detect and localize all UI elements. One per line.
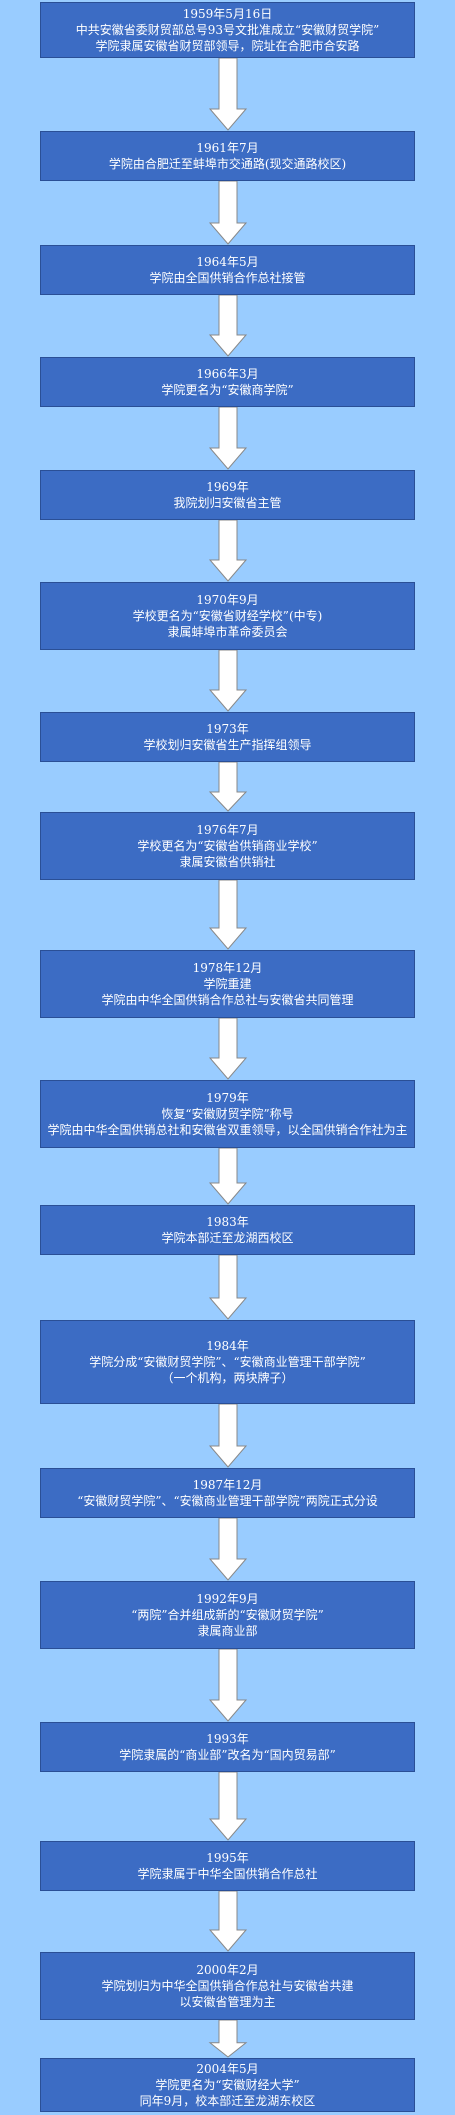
event-description: 学院重建	[203, 977, 252, 991]
timeline-event-box: 1978年12月学院重建学院由中华全国供销合作总社与安徽省共同管理	[40, 950, 415, 1018]
event-description: 学校划归安徽省生产指挥组领导	[143, 738, 312, 752]
down-arrow-icon	[208, 880, 248, 950]
down-arrow-icon	[208, 1518, 248, 1581]
timeline-event-box: 1995年学院隶属于中华全国供销合作总社	[40, 1841, 415, 1891]
event-date: 1978年12月	[192, 961, 263, 975]
event-description: 以安徽省管理为主	[179, 1995, 276, 2009]
arrow-shape	[208, 1404, 248, 1468]
timeline-event-box: 1993年学院隶属的“商业部”改名为“国内贸易部”	[40, 1722, 415, 1772]
down-arrow-icon	[208, 1649, 248, 1722]
arrow-shape	[208, 762, 248, 812]
event-date: 2004年5月	[196, 2062, 259, 2076]
event-description: 学校更名为“安徽省供销商业学校”	[137, 839, 318, 853]
event-description: 中共安徽省委财贸部总号93号文批准成立“安徽财贸学院”	[75, 23, 380, 37]
event-description: “两院”合并组成新的“安徽财贸学院”	[131, 1608, 324, 1622]
event-description: 隶属蚌埠市革命委员会	[167, 625, 288, 639]
event-description: 学院分成“安徽财贸学院”、“安徽商业管理干部学院”	[89, 1355, 366, 1369]
arrow-shape	[208, 1255, 248, 1320]
event-description: 学校更名为“安徽省财经学校”(中专)	[132, 609, 323, 623]
down-arrow-icon	[208, 1255, 248, 1320]
down-arrow-icon	[208, 1891, 248, 1952]
down-arrow-icon	[208, 181, 248, 245]
arrow-shape	[208, 880, 248, 950]
event-description: 学院更名为“安徽商学院”	[161, 383, 294, 397]
arrow-shape	[208, 650, 248, 712]
timeline-event-box: 1979年恢复“安徽财贸学院”称号学院由中华全国供销总社和安徽省双重领导，以全国…	[40, 1080, 415, 1148]
arrow-shape	[208, 1649, 248, 1722]
timeline-event-box: 1973年学校划归安徽省生产指挥组领导	[40, 712, 415, 762]
down-arrow-icon	[208, 1772, 248, 1841]
down-arrow-icon	[208, 295, 248, 357]
arrow-shape	[208, 520, 248, 582]
timeline-event-box: 1984年学院分成“安徽财贸学院”、“安徽商业管理干部学院” （一个机构，两块牌子…	[40, 1320, 415, 1404]
event-date: 1983年	[206, 1215, 249, 1229]
event-description: 隶属商业部	[197, 1624, 258, 1638]
down-arrow-icon	[208, 407, 248, 470]
timeline-event-box: 2004年5月学院更名为“安徽财经大学” 同年9月，校本部迁至龙湖东校区	[40, 2058, 415, 2112]
event-date: 1970年9月	[196, 593, 259, 607]
event-date: 2000年2月	[196, 1963, 259, 1977]
event-date: 1987年12月	[192, 1478, 263, 1492]
arrow-shape	[208, 181, 248, 245]
down-arrow-icon	[208, 2020, 248, 2058]
timeline-event-box: 1970年9月学校更名为“安徽省财经学校”(中专) 隶属蚌埠市革命委员会	[40, 582, 415, 650]
event-date: 1959年5月16日	[182, 7, 273, 21]
down-arrow-icon	[208, 1148, 248, 1205]
timeline-event-box: 1964年5月学院由全国供销合作总社接管	[40, 245, 415, 295]
event-description: （一个机构，两块牌子）	[161, 1371, 294, 1385]
event-date: 1993年	[206, 1732, 249, 1746]
timeline-event-box: 2000年2月学院划归为中华全国供销合作总社与安徽省共建以安徽省管理为主	[40, 1952, 415, 2020]
event-description: 学院由全国供销合作总社接管	[149, 271, 306, 285]
arrow-shape	[208, 58, 248, 131]
event-date: 1976年7月	[196, 823, 259, 837]
down-arrow-icon	[208, 520, 248, 582]
event-description: 学院隶属于中华全国供销合作总社	[137, 1867, 318, 1881]
event-description: 隶属安徽省供销社	[179, 855, 276, 869]
event-date: 1992年9月	[196, 1592, 259, 1606]
event-description: 我院划归安徽省主管	[173, 496, 282, 510]
event-date: 1995年	[206, 1851, 249, 1865]
timeline-event-box: 1966年3月学院更名为“安徽商学院”	[40, 357, 415, 407]
event-date: 1966年3月	[196, 367, 259, 381]
event-date: 1964年5月	[196, 255, 259, 269]
event-description: 恢复“安徽财贸学院”称号	[161, 1107, 294, 1121]
event-description: “安徽财贸学院”、“安徽商业管理干部学院”两院正式分设	[77, 1494, 378, 1508]
arrow-shape	[208, 295, 248, 357]
arrow-shape	[208, 1891, 248, 1952]
event-date: 1984年	[206, 1339, 249, 1353]
down-arrow-icon	[208, 650, 248, 712]
down-arrow-icon	[208, 1404, 248, 1468]
down-arrow-icon	[208, 58, 248, 131]
event-description: 学院划归为中华全国供销合作总社与安徽省共建	[101, 1979, 354, 1993]
arrow-shape	[208, 1148, 248, 1205]
down-arrow-icon	[208, 1018, 248, 1080]
timeline-event-box: 1959年5月16日中共安徽省委财贸部总号93号文批准成立“安徽财贸学院” 学院隶…	[40, 2, 415, 58]
event-description: 学院由合肥迁至蚌埠市交通路(现交通路校区)	[108, 157, 347, 171]
event-date: 1969年	[206, 480, 249, 494]
timeline-event-box: 1983年学院本部迁至龙湖西校区	[40, 1205, 415, 1255]
event-date: 1961年7月	[196, 141, 259, 155]
event-date: 1973年	[206, 722, 249, 736]
timeline-event-box: 1987年12月 “安徽财贸学院”、“安徽商业管理干部学院”两院正式分设	[40, 1468, 415, 1518]
timeline-event-box: 1961年7月学院由合肥迁至蚌埠市交通路(现交通路校区)	[40, 131, 415, 181]
event-description: 同年9月，校本部迁至龙湖东校区	[139, 2094, 316, 2108]
arrow-shape	[208, 2020, 248, 2058]
event-description: 学院隶属安徽省财贸部领导，院址在合肥市合安路	[95, 39, 360, 53]
arrow-shape	[208, 1018, 248, 1080]
event-description: 学院由中华全国供销总社和安徽省双重领导，以全国供销合作社为主	[47, 1123, 408, 1137]
event-date: 1979年	[206, 1091, 249, 1105]
arrow-shape	[208, 407, 248, 470]
timeline-event-box: 1976年7月学校更名为“安徽省供销商业学校” 隶属安徽省供销社	[40, 812, 415, 880]
event-description: 学院由中华全国供销合作总社与安徽省共同管理	[101, 993, 354, 1007]
event-description: 学院隶属的“商业部”改名为“国内贸易部”	[119, 1748, 336, 1762]
timeline-event-box: 1969年我院划归安徽省主管	[40, 470, 415, 520]
timeline-event-box: 1992年9月 “两院”合并组成新的“安徽财贸学院” 隶属商业部	[40, 1581, 415, 1649]
event-description: 学院更名为“安徽财经大学”	[155, 2078, 300, 2092]
event-description: 学院本部迁至龙湖西校区	[161, 1231, 294, 1245]
arrow-shape	[208, 1518, 248, 1581]
down-arrow-icon	[208, 762, 248, 812]
arrow-shape	[208, 1772, 248, 1841]
